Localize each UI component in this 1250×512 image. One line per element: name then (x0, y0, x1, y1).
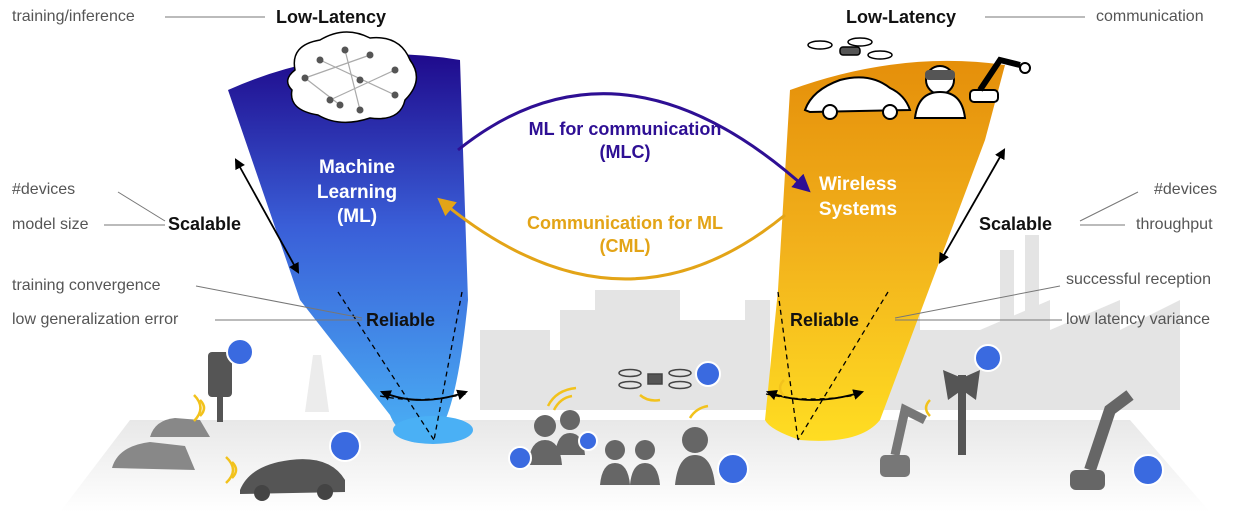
robot-arm-icon (1070, 390, 1134, 490)
ws-cone-label: Wireless Systems (808, 173, 908, 222)
ws-cone-line1: Wireless (819, 174, 897, 195)
right-reliable-reception: successful reception (1066, 271, 1211, 288)
ws-rotation-arrow (765, 389, 865, 401)
right-scalable: Scalable (979, 214, 1053, 234)
neural-network-icon (226, 338, 1164, 486)
ml-scalable-arrow (234, 158, 300, 274)
right-reliable: Reliable (790, 310, 860, 330)
left-reliable: Reliable (366, 310, 436, 330)
robot-arm-icon (969, 56, 1031, 103)
mlc-line2: (MLC) (599, 142, 651, 163)
cml-label: Communication for ML (CML) (495, 212, 755, 259)
robot-arm-icon (880, 403, 928, 477)
mlc-arrow (457, 92, 811, 193)
left-scalable-devices: #devices (12, 181, 76, 198)
cml-line2: (CML) (599, 236, 651, 257)
ml-cone-line2: Learning (316, 181, 398, 203)
mlc-line1: ML for communication (528, 119, 722, 139)
ml-cone-line3: (ML) (336, 206, 378, 228)
label-connectors (104, 16, 1139, 321)
wind-turbine-icon (943, 370, 980, 455)
left-top-label: training/inference (12, 8, 135, 25)
signal-waves-icon (193, 379, 931, 484)
car-icon (112, 418, 210, 470)
person-icon (528, 410, 715, 485)
car-icon (803, 76, 912, 120)
car-icon (240, 459, 345, 501)
vr-headset-icon (913, 65, 967, 119)
mlc-label: ML for communication (MLC) (495, 118, 755, 165)
ml-cone (228, 54, 468, 441)
traffic-light-icon (208, 352, 232, 422)
right-top-label: communication (1096, 8, 1204, 25)
drone-icon (807, 37, 893, 60)
drone-icon (618, 368, 692, 390)
left-low-latency: Low-Latency (276, 7, 387, 27)
traffic-cone-icon (305, 355, 329, 412)
right-low-latency: Low-Latency (846, 7, 957, 27)
right-scalable-devices: #devices (1154, 181, 1218, 198)
left-reliable-generalization: low generalization error (12, 311, 179, 328)
ws-scalable-arrow (938, 148, 1006, 264)
right-reliable-latency-variance: low latency variance (1066, 311, 1211, 328)
cml-arrow (437, 197, 786, 281)
ml-rotation-arrow (380, 389, 469, 401)
ml-cone-line1: Machine (318, 157, 396, 178)
left-scalable-model-size: model size (12, 216, 89, 233)
ml-cone-label: Machine Learning (ML) (312, 156, 402, 230)
neural-network-icon (286, 31, 418, 124)
cml-line1: Communication for ML (527, 213, 723, 233)
left-scalable: Scalable (168, 214, 242, 234)
right-scalable-throughput: throughput (1136, 216, 1213, 233)
ws-cone-line2: Systems (818, 198, 898, 220)
left-reliable-convergence: training convergence (12, 277, 161, 294)
